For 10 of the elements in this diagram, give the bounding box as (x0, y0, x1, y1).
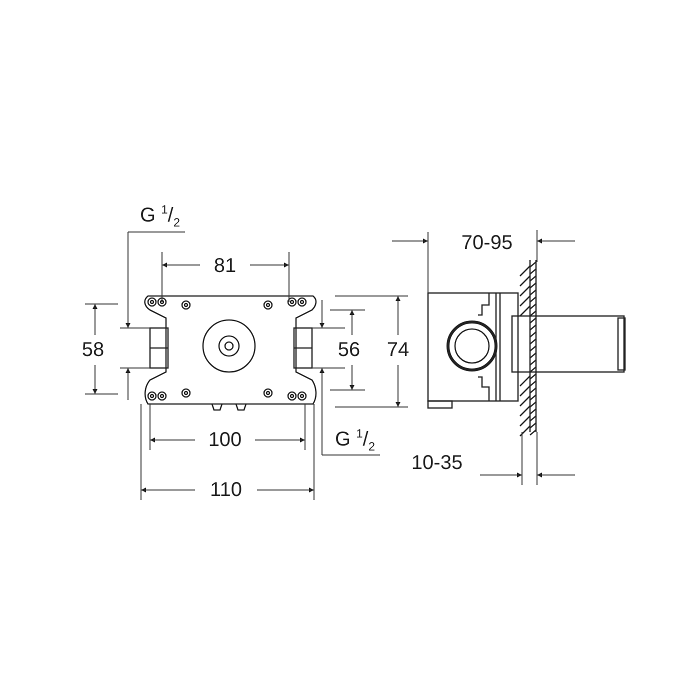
dimension-label: 110 (210, 480, 242, 500)
dimension-label: G $^{1}$/$_{2}$ (140, 204, 180, 228)
dimension-label: 100 (208, 430, 242, 450)
dimension-label: G $^{1}$/$_{2}$ (334, 428, 376, 452)
dimension-label: 58 (82, 340, 104, 360)
dimension-label: 10-35 (411, 453, 463, 473)
dimension-label: 70-95 (461, 233, 513, 253)
dimension-label: 74 (386, 340, 410, 360)
dimension-label: 81 (214, 256, 236, 276)
dimension-label: 56 (338, 340, 360, 360)
